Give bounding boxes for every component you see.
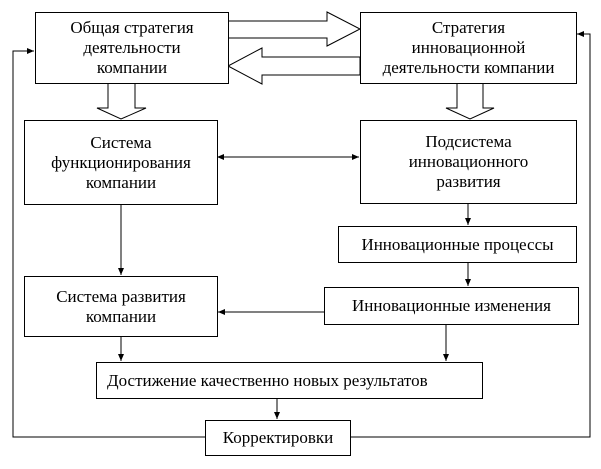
node-corrections: Корректировки bbox=[205, 420, 351, 456]
hollow-arrow-down-right bbox=[445, 82, 495, 120]
node-innovation-strategy: Стратегия инновационной деятельности ком… bbox=[360, 12, 577, 84]
feedback-arrow-left bbox=[12, 48, 205, 438]
node-label: Стратегия инновационной деятельности ком… bbox=[382, 18, 555, 77]
node-new-results: Достижение качественно новых результатов bbox=[96, 362, 483, 399]
node-label: Инновационные процессы bbox=[361, 234, 554, 254]
node-label: Система развития компании bbox=[56, 286, 186, 326]
node-label: Общая стратегия деятельности компании bbox=[70, 18, 194, 77]
node-label: Инновационные изменения bbox=[352, 296, 551, 315]
node-innovation-processes: Инновационные процессы bbox=[338, 226, 577, 263]
node-label: Подсистема инновационного развития bbox=[408, 132, 529, 191]
node-label: Система функционирования компании bbox=[51, 132, 191, 192]
node-general-strategy: Общая стратегия деятельности компании bbox=[35, 12, 229, 84]
hollow-arrow-down-left bbox=[96, 82, 147, 120]
feedback-arrow-right bbox=[350, 31, 591, 438]
node-label: Корректировки bbox=[222, 428, 334, 447]
node-functioning-system: Система функционирования компании bbox=[24, 120, 218, 205]
node-innovation-changes: Инновационные изменения bbox=[324, 287, 579, 325]
node-development-system: Система развития компании bbox=[24, 276, 218, 337]
node-innovation-subsystem: Подсистема инновационного развития bbox=[360, 120, 577, 204]
hollow-arrow-left bbox=[226, 47, 361, 85]
hollow-arrow-right bbox=[227, 11, 362, 47]
node-label: Достижение качественно новых результатов bbox=[107, 370, 428, 390]
